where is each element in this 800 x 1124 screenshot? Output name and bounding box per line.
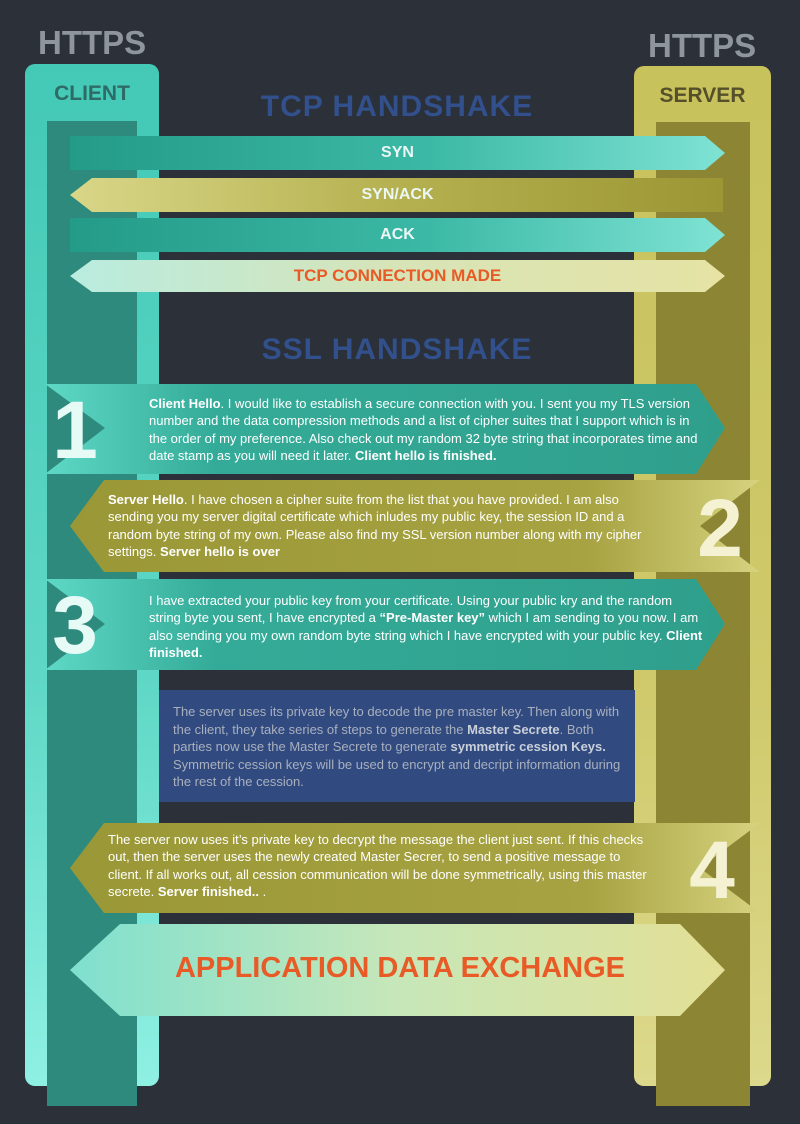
step1-arrow [45, 384, 725, 474]
https-label-server: HTTPS [648, 27, 757, 64]
step-4-end: Server finished.. [157, 884, 260, 900]
step-1-number: 1 [52, 385, 98, 476]
step-2-number: 2 [697, 483, 743, 574]
tcp-made-arrow [70, 260, 725, 292]
step-3-key: “Pre-Master key” [379, 610, 486, 626]
syn-label: SYN [381, 144, 414, 161]
step4-arrow [70, 823, 760, 913]
step-2-text: Server Hello. I have chosen a cipher sui… [108, 491, 648, 561]
https-label-client: HTTPS [38, 24, 147, 61]
ssl-handshake-title: SSL HANDSHAKE [261, 333, 533, 366]
server-label: SERVER [659, 84, 746, 107]
step-3-post: which I am sending to you now. I am also… [149, 610, 699, 643]
step-1-end: Client hello is finished. [354, 448, 497, 464]
info-bold-2: symmetric cession Keys. [450, 739, 606, 754]
step-2-end: Server hello is over [160, 544, 280, 560]
step-1-text: Client Hello. I would like to establish … [149, 395, 704, 465]
step-2-lead: Server Hello [108, 492, 184, 507]
step-3-number: 3 [52, 580, 98, 671]
step-4-number: 4 [689, 825, 735, 916]
synack-label: SYN/ACK [361, 186, 434, 203]
ack-label: ACK [380, 226, 415, 243]
step-1-lead: Client Hello [149, 396, 221, 411]
synack-arrow [70, 178, 723, 212]
step-1-body: . I would like to establish a secure con… [149, 396, 698, 464]
step-2-body: . I have chosen a cipher suite from the … [108, 492, 642, 560]
step-3-pre: I have extracted your public key from yo… [149, 593, 673, 626]
master-secret-text: The server uses its private key to decod… [173, 703, 635, 791]
ack-arrow [70, 218, 725, 252]
tcp-handshake-title: TCP HANDSHAKE [260, 90, 534, 123]
step-4-body: The server now uses it’s private key to … [108, 832, 647, 900]
info-text-3: Symmetric cession keys will be used to e… [173, 756, 621, 790]
info-text-1: The server uses its private key to decod… [173, 704, 620, 737]
step-4-text: The server now uses it’s private key to … [108, 831, 653, 901]
info-bold-1: Master Secrete [467, 721, 560, 737]
step-4-tail: . [259, 884, 267, 900]
tcp-connection-made-label: TCP CONNECTION MADE [293, 266, 502, 285]
info-text-2: . Both parties now use the Master Secret… [173, 721, 594, 755]
client-label: CLIENT [54, 82, 130, 105]
app-data-arrow [70, 924, 725, 1016]
application-data-exchange-label: APPLICATION DATA EXCHANGE [174, 952, 626, 984]
syn-arrow [70, 136, 725, 170]
master-secret-box [159, 690, 635, 802]
step-3-text: I have extracted your public key from yo… [149, 592, 704, 662]
step3-arrow [45, 579, 725, 670]
step-3-end: Client finished. [149, 627, 703, 661]
step2-arrow [70, 480, 760, 572]
